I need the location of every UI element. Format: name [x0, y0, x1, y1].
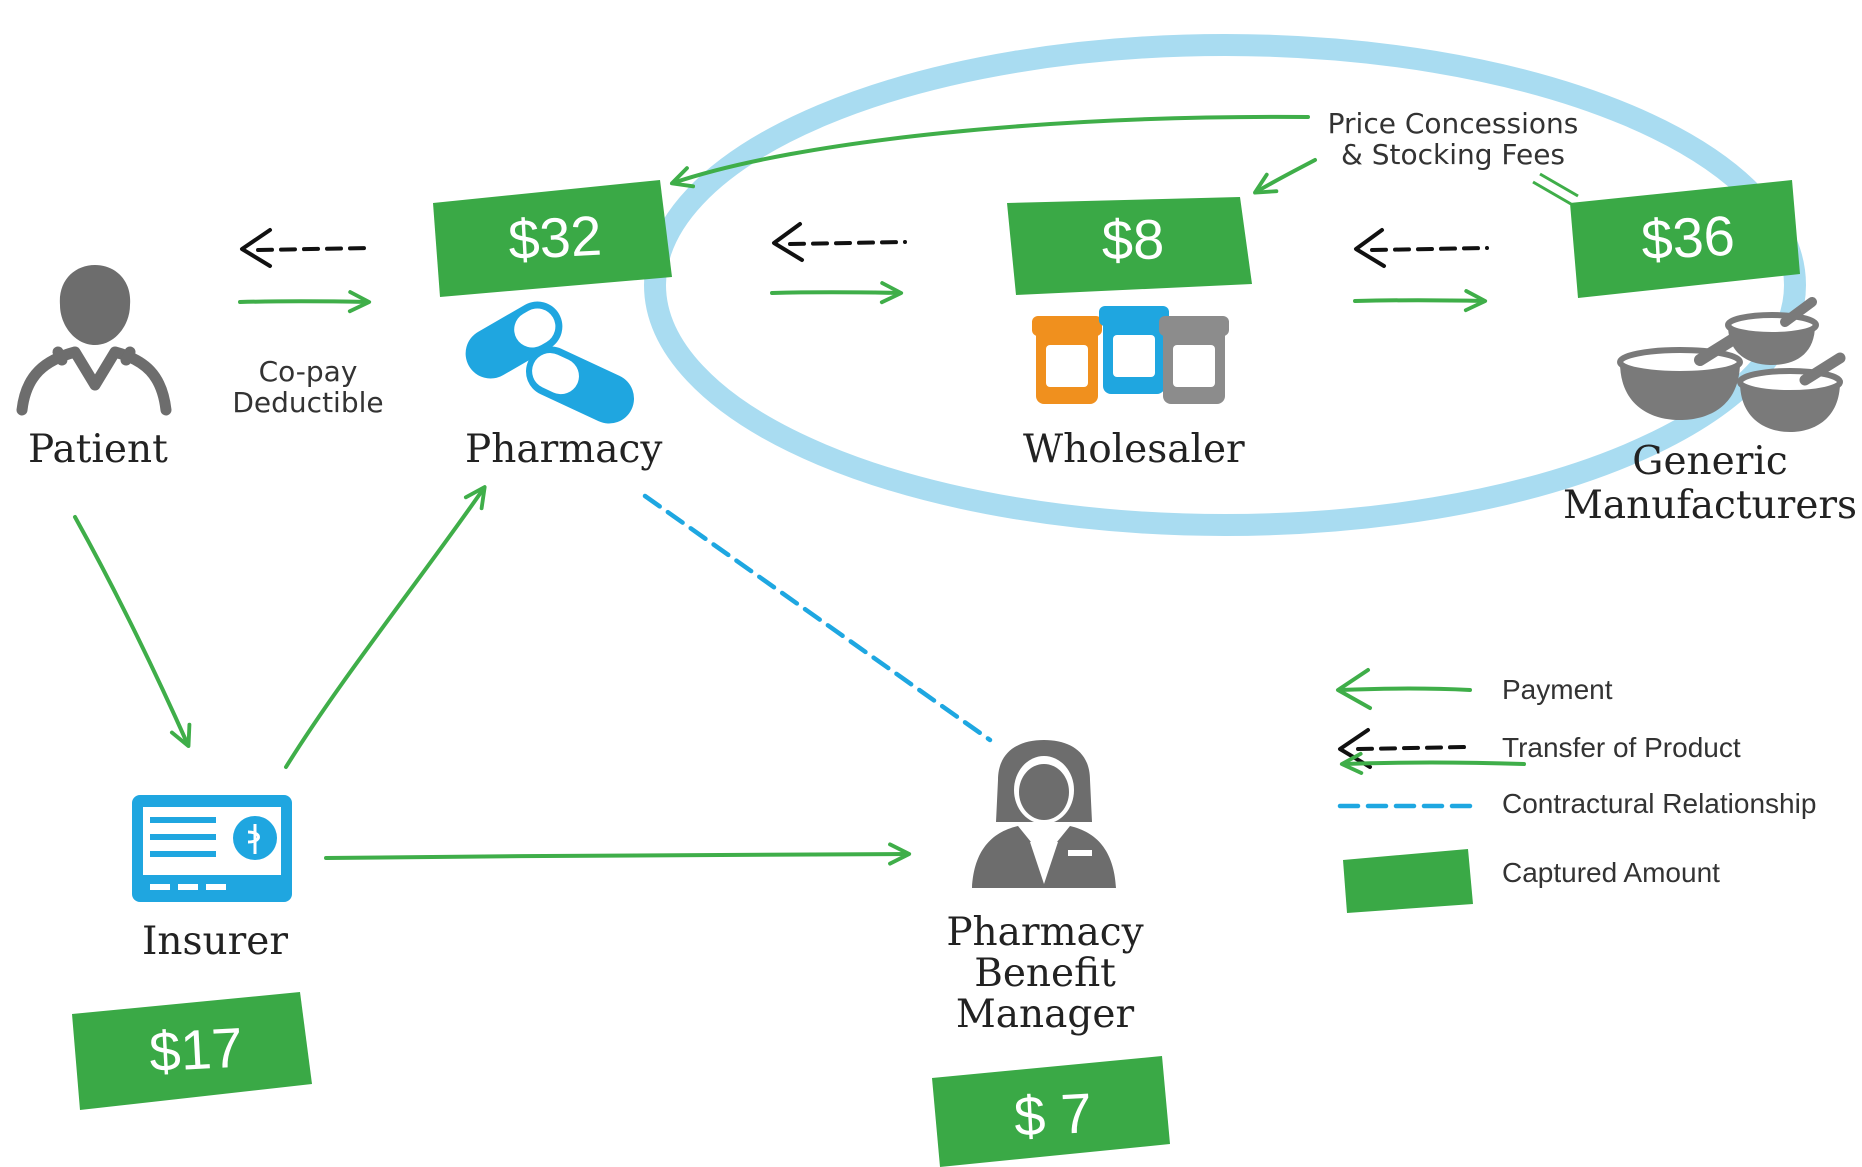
manufacturers-label-line2: Manufacturers [1562, 483, 1858, 528]
manufacturers-label-line1: Generic [1632, 439, 1788, 484]
pbm-captured-amount: $ 7 [1012, 1081, 1094, 1148]
wholesaler-captured-amount: $8 [1101, 207, 1165, 272]
legend-transfer-label: Transfer of Product [1502, 732, 1741, 763]
wholesaler-label: Wholesaler [1023, 427, 1245, 472]
product-transfer-arrows [240, 222, 1489, 769]
patient-head [59, 265, 131, 345]
pill-jars-icon [1032, 306, 1229, 404]
supply-chain-highlight-ellipse [644, 34, 1806, 536]
pbm-captured-banner [932, 1056, 1170, 1167]
insurance-card-icon [132, 795, 292, 902]
pharmacy-captured-banner [433, 180, 672, 297]
manufacturers-label: Generic Manufacturers [1555, 440, 1862, 528]
copay-note-line1: Co-pay [258, 355, 358, 388]
legend-payment-label: Payment [1502, 674, 1613, 705]
captured-banners [72, 180, 1800, 1167]
pbm-label-line2: Benefit [974, 951, 1116, 996]
concessions-note-line2: & Stocking Fees [1340, 138, 1566, 171]
concessions-note-line1: Price Concessions [1327, 107, 1579, 140]
pharmacy-captured-amount: $32 [506, 203, 604, 272]
insurer-captured-amount: $17 [147, 1015, 245, 1084]
concessions-note: Price Concessions & Stocking Fees [1318, 108, 1588, 170]
patient-label: Patient [28, 427, 168, 472]
manufacturer-captured-amount: $36 [1639, 203, 1737, 272]
copay-note-line2: Deductible [232, 386, 384, 419]
manufacturer-captured-banner [1570, 180, 1800, 298]
insurer-captured-banner [72, 992, 312, 1110]
legend-captured-swatch [1343, 849, 1473, 913]
pbm-label-line1: Pharmacy [946, 910, 1144, 955]
wholesaler-captured-banner [1007, 197, 1252, 295]
pharmacist-icon [972, 740, 1116, 888]
mortar-pestle-icon [1617, 297, 1846, 432]
contract-lines [642, 493, 1483, 809]
pills-icon [465, 301, 635, 424]
payment-arrows [73, 114, 1526, 866]
insurer-label: Insurer [142, 919, 289, 964]
person-icon [16, 346, 172, 416]
copay-note: Co-pay Deductible [228, 356, 388, 418]
concessions-link [1532, 172, 1579, 206]
pbm-label-line3: Manager [955, 992, 1135, 1037]
legend-contract-label: Contractural Relationship [1502, 788, 1817, 819]
pbm-label: Pharmacy Benefit Manager [900, 912, 1190, 1035]
legend-payment-arrow [1336, 668, 1472, 710]
pharmacy-label: Pharmacy [465, 427, 663, 472]
legend-captured-label: Captured Amount [1502, 857, 1720, 888]
